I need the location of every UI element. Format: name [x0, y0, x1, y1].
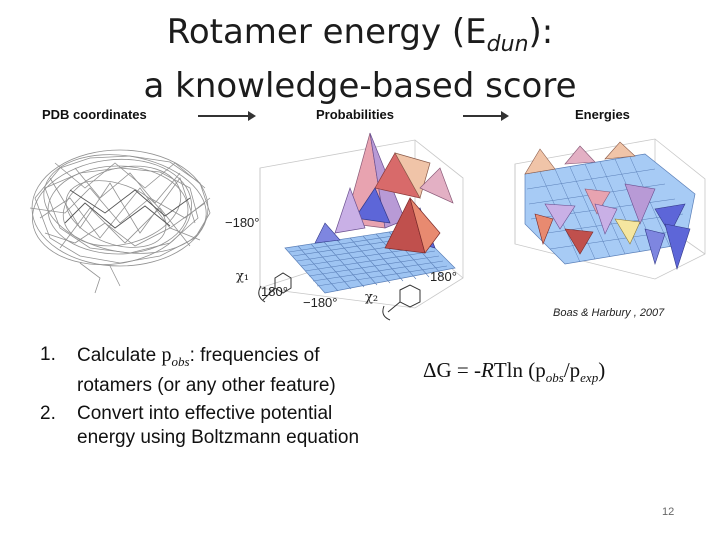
- steps-list: 1. Calculate pobs: frequencies of rotame…: [40, 343, 370, 454]
- label-probabilities: Probabilities: [316, 107, 395, 122]
- list-item: 2. Convert into effective potential ener…: [40, 403, 360, 448]
- list-number: 1.: [40, 344, 56, 365]
- chi1-label: χ₁: [236, 269, 250, 284]
- label-energies: Energies: [575, 107, 630, 122]
- probabilities-surface-plot: [258, 132, 464, 309]
- boltzmann-equation: ΔG = -RTln (pobs/pexp): [423, 358, 606, 386]
- arrow-right-icon: [463, 111, 509, 121]
- axis-tick-180-chi1: 180°: [261, 284, 288, 299]
- list-item: 1. Calculate pobs: frequencies of rotame…: [40, 344, 336, 396]
- citation: Boas & Harbury , 2007: [553, 307, 665, 319]
- rotamer-figure: PDB coordinates Probabilities Energies: [20, 104, 710, 336]
- slide-title-line2: a knowledge-based score: [143, 66, 577, 106]
- axis-tick-minus180-chi1: −180°: [225, 215, 260, 230]
- energies-surface-plot: [514, 138, 706, 280]
- label-pdb-coordinates: PDB coordinates: [42, 107, 147, 122]
- p-obs-symbol: pobs: [161, 344, 190, 369]
- page-number: 12: [662, 506, 675, 518]
- axis-tick-180-chi2: 180°: [430, 269, 457, 284]
- slide-title-line1: Rotamer energy (Edun):: [166, 12, 554, 57]
- pdb-coordinates-wireframe: [29, 149, 211, 294]
- list-number: 2.: [40, 403, 56, 424]
- arrow-right-icon: [198, 111, 256, 121]
- chi2-label: χ₂: [365, 290, 379, 305]
- phenylalanine-icon: [382, 284, 421, 321]
- axis-tick-minus180-chi2: −180°: [303, 295, 338, 310]
